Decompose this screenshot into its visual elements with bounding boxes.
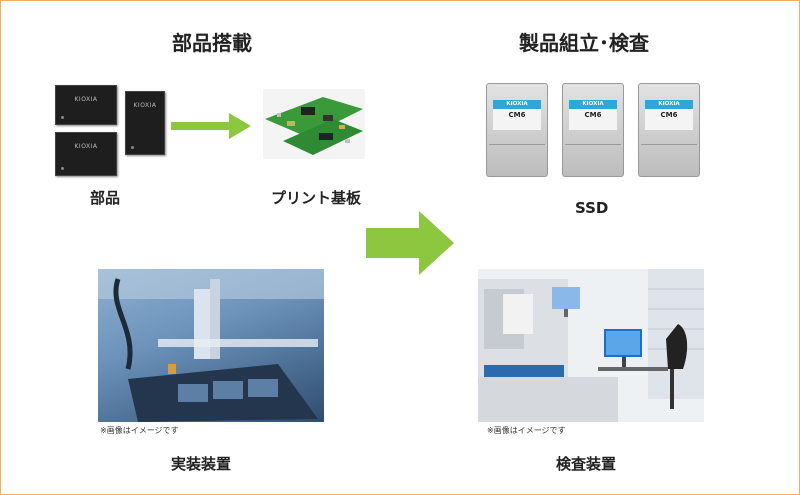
ssd-brand: KIOXIA (493, 100, 541, 109)
inspection-image-note: ※画像はイメージです (487, 426, 566, 435)
label-inspection-equipment: 検査装置 (556, 455, 617, 473)
arrow-parts-to-pcb (171, 113, 251, 139)
memory-chip-1: KIOXIA (55, 85, 117, 125)
label-parts: 部品 (90, 189, 121, 207)
heading-assembly-inspection: 製品組立･検査 (519, 31, 649, 55)
label-mounting-equipment: 実装装置 (171, 455, 232, 473)
mounting-image-note: ※画像はイメージです (100, 426, 179, 435)
ssd-drive-1: KIOXIA CM6 (486, 83, 548, 177)
ssd-brand: KIOXIA (569, 100, 617, 109)
chip-brand: KIOXIA (74, 96, 98, 103)
memory-chip-3: KIOXIA (55, 132, 117, 176)
pcb-image (263, 89, 365, 159)
inspection-equipment-image (478, 269, 704, 422)
ssd-drive-3: KIOXIA CM6 (638, 83, 700, 177)
label-ssd: SSD (575, 199, 609, 217)
label-pcb: プリント基板 (271, 189, 362, 207)
memory-chip-2: KIOXIA (125, 91, 165, 155)
ssd-model: CM6 (660, 111, 678, 119)
ssd-brand: KIOXIA (645, 100, 693, 109)
ssd-drive-2: KIOXIA CM6 (562, 83, 624, 177)
heading-parts-mounting: 部品搭載 (172, 31, 252, 55)
chip-brand: KIOXIA (133, 102, 157, 109)
arrow-mounting-to-assembly (366, 211, 454, 275)
ssd-model: CM6 (508, 111, 526, 119)
mounting-machine-image (98, 269, 324, 422)
ssd-model: CM6 (584, 111, 602, 119)
chip-brand: KIOXIA (74, 143, 98, 150)
